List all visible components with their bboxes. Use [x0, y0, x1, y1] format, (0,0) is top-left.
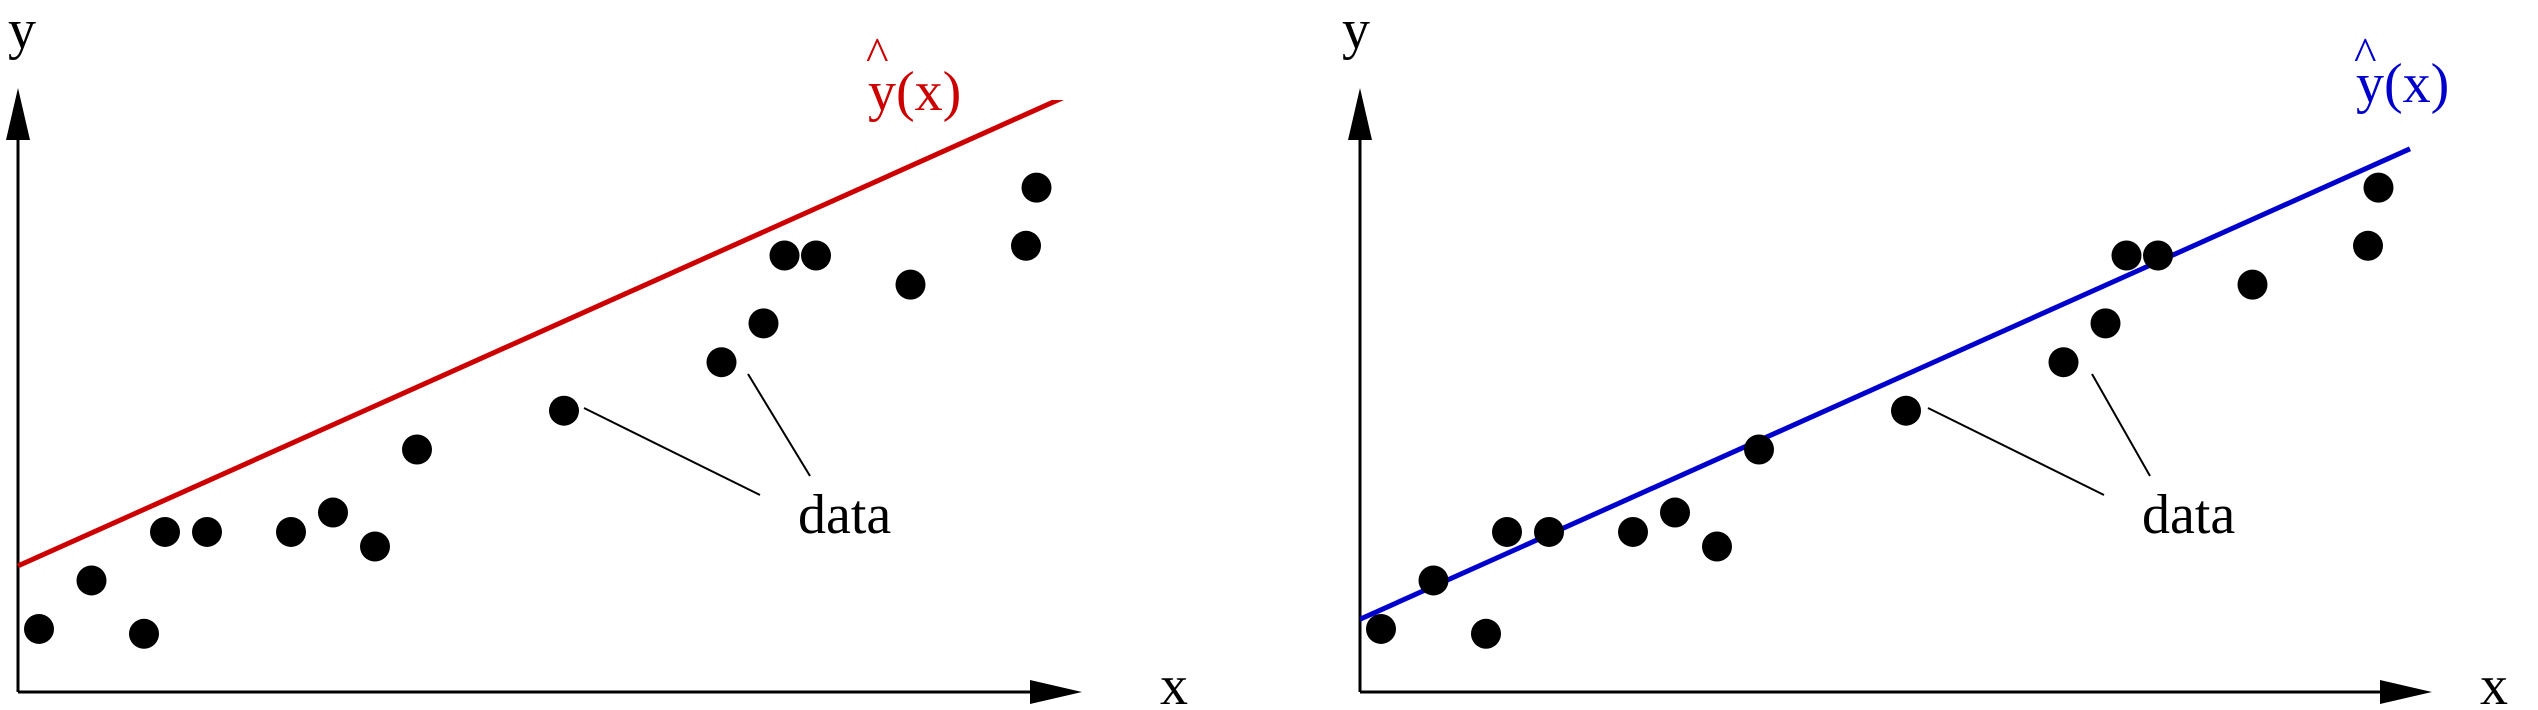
- fit-label: y(x): [2356, 53, 2449, 115]
- pointer-line: [1927, 407, 2105, 496]
- data-point: [2363, 172, 2394, 203]
- hat-symbol: ^: [2354, 28, 2377, 81]
- data-point: [1366, 613, 1396, 644]
- data-point: [748, 308, 779, 339]
- data-point: [1891, 395, 1921, 426]
- left-panel: y x data ^ y(x): [6, 0, 1188, 710]
- data-point: [2090, 308, 2121, 339]
- data-point: [1011, 230, 1041, 261]
- data-point: [129, 618, 159, 649]
- y-axis-label: y: [8, 0, 36, 61]
- data-point: [2048, 347, 2079, 378]
- data-point: [24, 613, 54, 644]
- data-annotation: data: [798, 484, 891, 546]
- data-points: [1366, 172, 2394, 649]
- y-axis-label: y: [1342, 0, 1370, 61]
- x-axis-arrowhead: [1030, 680, 1082, 704]
- fit-label: y(x): [868, 61, 961, 123]
- data-point: [192, 516, 222, 547]
- data-point: [276, 516, 306, 547]
- data-point: [1744, 434, 1774, 465]
- data-point: [1021, 172, 1052, 203]
- data-point: [402, 434, 432, 465]
- data-annotation: data: [2142, 484, 2235, 546]
- fitted-line: [16, 100, 1064, 569]
- data-point: [1660, 497, 1690, 528]
- data-point: [2353, 230, 2383, 261]
- fit-line-group: [16, 100, 1064, 569]
- fitted-line: [1360, 146, 2412, 622]
- pointer-line: [2091, 373, 2151, 477]
- data-point: [895, 269, 926, 300]
- data-point: [706, 347, 737, 378]
- data-pointers: [583, 373, 811, 496]
- hat-symbol: ^: [866, 28, 889, 81]
- data-point: [360, 531, 390, 562]
- data-point: [1618, 516, 1648, 547]
- y-axis-arrowhead: [1348, 88, 1372, 140]
- data-point: [1471, 618, 1501, 649]
- data-point: [1418, 565, 1449, 596]
- data-point: [2111, 240, 2142, 271]
- data-point: [2143, 240, 2173, 271]
- data-point: [801, 240, 831, 271]
- data-pointers: [1927, 373, 2151, 496]
- x-axis-label: x: [1160, 655, 1188, 710]
- y-axis-arrowhead: [6, 88, 30, 140]
- data-point: [1492, 516, 1522, 547]
- data-point: [76, 565, 107, 596]
- right-panel: y x data ^ y(x): [1342, 0, 2508, 710]
- pointer-line: [747, 373, 811, 477]
- data-point: [1534, 516, 1564, 547]
- pointer-line: [583, 407, 761, 496]
- data-point: [318, 497, 348, 528]
- data-point: [549, 395, 579, 426]
- x-axis-arrowhead: [2380, 680, 2432, 704]
- data-points: [24, 172, 1052, 649]
- fit-line-group: [1360, 146, 2412, 622]
- data-point: [1702, 531, 1732, 562]
- data-point: [769, 240, 800, 271]
- data-point: [2237, 269, 2268, 300]
- x-axis-label: x: [2480, 655, 2508, 710]
- data-point: [150, 516, 180, 547]
